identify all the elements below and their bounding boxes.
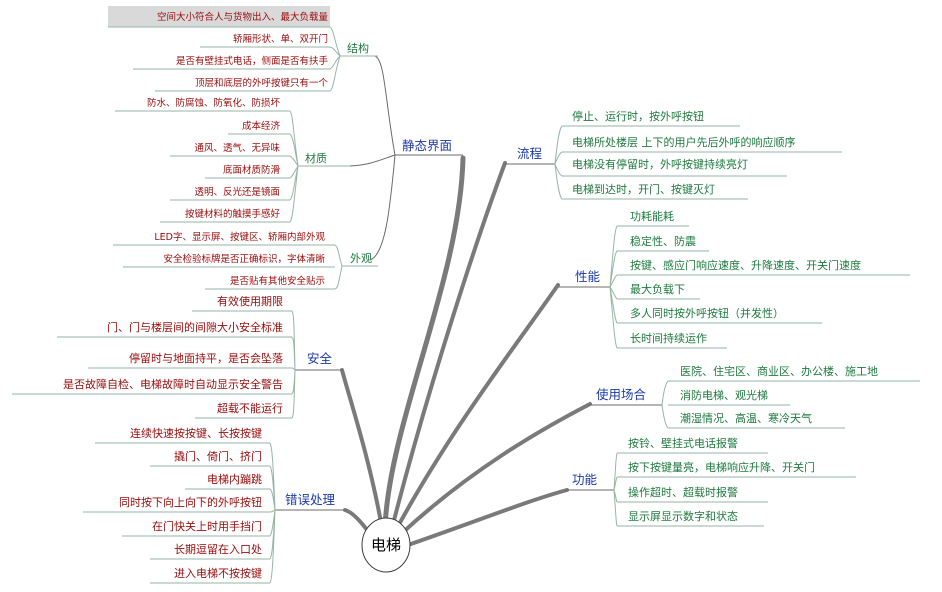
group-material[interactable]: 材质 防水、防腐蚀、防氧化、防损坏 成本经济 通风、透气、无异味 底面材质防滑 … bbox=[115, 97, 350, 223]
branch-static-label: 静态界面 bbox=[402, 138, 452, 153]
leaf-item: 同时按下向上向下的外呼按钮 bbox=[119, 495, 262, 509]
leaf-item: 防水、防腐蚀、防氧化、防损坏 bbox=[147, 97, 281, 109]
leaf-item: 有效使用期限 bbox=[217, 294, 283, 308]
leaf-item: 停留时与地面持平，是否会坠落 bbox=[129, 351, 283, 365]
root-connectors bbox=[340, 155, 592, 547]
leaf-item: 门、门与楼层间的间隙大小安全标准 bbox=[107, 320, 283, 334]
leaf-item: 最大负载下 bbox=[630, 282, 685, 296]
group-appearance[interactable]: 外观 LED字、显示屏、按键区、轿厢内部外观 安全检验标牌是否正确标识，字体清晰… bbox=[113, 231, 378, 290]
leaf-item: 成本经济 bbox=[242, 120, 281, 132]
branch-performance-label: 性能 bbox=[575, 269, 601, 284]
branch-error-label: 错误处理 bbox=[285, 492, 336, 507]
leaf-item: 通风、透气、无异味 bbox=[194, 142, 280, 154]
root-label: 电梯 bbox=[371, 536, 401, 554]
branch-error-handling[interactable]: 错误处理 连续快速按按键、长按按键 撬门、倚门、挤门 电梯内蹦跳 同时按下向上向… bbox=[83, 426, 346, 584]
branch-flow-label: 流程 bbox=[517, 146, 543, 161]
leaf-item: 长时间持续运作 bbox=[630, 331, 707, 345]
branch-safety-label: 安全 bbox=[307, 351, 333, 366]
leaf-item: 按键、感应门响应速度、升降速度、开关门速度 bbox=[630, 258, 861, 272]
leaf-item: 空间大小符合人与货物出入、最大负载量 bbox=[157, 11, 329, 23]
leaf-item: 超载不能运行 bbox=[217, 401, 283, 415]
leaf-item: 是否贴有其他安全贴示 bbox=[230, 275, 325, 287]
leaf-item: 长期逗留在入口处 bbox=[174, 543, 262, 556]
leaf-item: 按下按键量亮，电梯响应升降、开关门 bbox=[628, 460, 815, 474]
leaf-item: 底面材质防滑 bbox=[223, 164, 281, 176]
leaf-item: 多人同时按外呼按钮（并发性） bbox=[630, 306, 784, 320]
leaf-item: 操作超时、超载时报警 bbox=[628, 485, 738, 499]
leaf-item: 撬门、倚门、挤门 bbox=[174, 449, 262, 463]
group-structure-label: 结构 bbox=[347, 41, 369, 55]
branch-function-label: 功能 bbox=[572, 472, 598, 487]
leaf-item: 连续快速按按键、长按按键 bbox=[130, 426, 262, 440]
leaf-item: 是否有壁挂式电话，侧面是否有扶手 bbox=[176, 55, 329, 67]
leaf-item: 安全检验标牌是否正确标识，字体清晰 bbox=[163, 253, 325, 265]
leaf-item: 稳定性、防震 bbox=[630, 234, 696, 248]
leaf-item: 医院、住宅区、商业区、办公楼、施工地 bbox=[680, 364, 878, 378]
group-appearance-label: 外观 bbox=[350, 252, 372, 265]
branch-static-interface[interactable]: 静态界面 bbox=[349, 55, 463, 261]
group-structure[interactable]: 结构 空间大小符合人与货物出入、最大负载量 轿厢形状、单、双开门 是否有壁挂式电… bbox=[108, 6, 378, 92]
leaf-item: 透明、反光还是镜面 bbox=[194, 186, 280, 198]
leaf-item: 电梯没有停留时，外呼按键持续亮灯 bbox=[572, 157, 748, 171]
leaf-item: 轿厢形状、单、双开门 bbox=[233, 33, 328, 45]
leaf-item: 按铃、壁挂式电话报警 bbox=[628, 436, 738, 450]
leaf-item: 在门快关上时用手挡门 bbox=[152, 519, 262, 533]
branch-function[interactable]: 功能 按铃、壁挂式电话报警 按下按键量亮，电梯响应升降、开关门 操作超时、超载时… bbox=[565, 436, 856, 527]
leaf-item: 顶层和底层的外呼按键只有一个 bbox=[195, 77, 329, 89]
leaf-item: 进入电梯不按按键 bbox=[174, 566, 262, 580]
leaf-item: 停止、运行时，按外呼按钮 bbox=[572, 109, 704, 123]
root-node[interactable]: 电梯 bbox=[361, 517, 411, 573]
leaf-item: 消防电梯、观光梯 bbox=[680, 388, 768, 402]
leaf-item: 功耗能耗 bbox=[630, 209, 674, 223]
leaf-item: 按键材料的触摸手感好 bbox=[185, 208, 281, 220]
leaf-item: 显示屏显示数字和状态 bbox=[628, 509, 738, 523]
branch-flow[interactable]: 流程 停止、运行时，按外呼按钮 电梯所处楼层 上下的用户先后外呼的响应顺序 电梯… bbox=[505, 109, 842, 200]
leaf-item: 电梯到达时，开门、按键灭灯 bbox=[572, 182, 715, 196]
leaf-item: 电梯内蹦跳 bbox=[207, 472, 262, 486]
branch-performance[interactable]: 性能 功耗能耗 稳定性、防震 按键、感应门响应速度、升降速度、开关门速度 最大负… bbox=[558, 209, 910, 349]
group-material-label: 材质 bbox=[305, 151, 327, 165]
branch-scenario[interactable]: 使用场合 医院、住宅区、商业区、办公楼、施工地 消防电梯、观光梯 潮湿情况、高温… bbox=[588, 364, 920, 429]
leaf-item: 潮湿情况、高温、寒冷天气 bbox=[680, 411, 812, 425]
branch-scenario-label: 使用场合 bbox=[596, 387, 647, 402]
leaf-item: LED字、显示屏、按键区、轿厢内部外观 bbox=[154, 231, 325, 243]
branch-safety[interactable]: 安全 有效使用期限 门、门与楼层间的间隙大小安全标准 停留时与地面持平，是否会坠… bbox=[12, 294, 343, 419]
highlight-box bbox=[108, 6, 330, 27]
leaf-item: 是否故障自检、电梯故障时自动显示安全警告 bbox=[63, 377, 283, 391]
leaf-item: 电梯所处楼层 上下的用户先后外呼的响应顺序 bbox=[572, 135, 796, 149]
